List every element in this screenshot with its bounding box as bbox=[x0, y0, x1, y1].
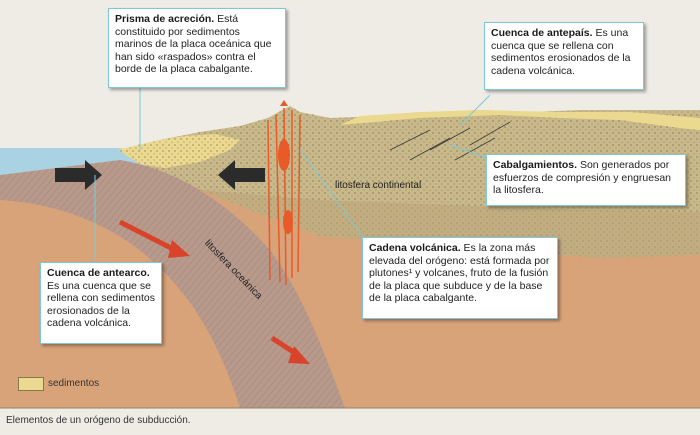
oceanic-plate-texture bbox=[0, 160, 345, 408]
subduction-arrowhead-lower bbox=[288, 346, 310, 364]
callout-antearco-text: Es una cuenca que se rellena con sedimen… bbox=[47, 279, 155, 330]
callout-antearco-title: Cuenca de antearco. bbox=[47, 267, 150, 279]
callout-cabalgamientos-title: Cabalgamientos. bbox=[493, 159, 578, 171]
legend-sediments-swatch bbox=[18, 377, 44, 391]
callout-prisma-text: Está constituido por sedimentos marinos … bbox=[115, 13, 272, 76]
label-litosfera-continental: litosfera continental bbox=[335, 180, 422, 191]
callout-cadena: Cadena volcánica. Es la zona más elevada… bbox=[362, 237, 558, 319]
compression-arrow-right bbox=[218, 160, 265, 190]
lower-crust bbox=[200, 190, 700, 258]
compression-arrow-left bbox=[55, 160, 102, 190]
foreland-basin-sediments bbox=[340, 110, 700, 130]
pluton bbox=[278, 139, 290, 171]
pluton-lower bbox=[283, 210, 293, 234]
figure-caption: Elementos de un orógeno de subducción. bbox=[6, 415, 191, 426]
callout-cabalgamientos: Cabalgamientos. Son generados por esfuer… bbox=[486, 154, 686, 206]
callout-antepais-title: Cuenca de antepaís. bbox=[491, 27, 593, 39]
callout-cadena-text: Es la zona más elevada del orógeno: está… bbox=[369, 242, 550, 305]
magma-conduits bbox=[267, 100, 301, 286]
callout-cabalgamientos-text: Son generados por esfuerzos de compresió… bbox=[493, 159, 672, 197]
legend-sediments-label: sedimentos bbox=[48, 378, 100, 389]
subduction-arrowhead-upper bbox=[168, 240, 190, 258]
callout-prisma-title: Prisma de acreción. bbox=[115, 13, 215, 25]
thrust-faults bbox=[389, 121, 511, 161]
callout-antepais-text: Es una cuenca que se rellena con sedimen… bbox=[491, 27, 631, 77]
callout-prisma: Prisma de acreción. Está constituido por… bbox=[108, 8, 286, 88]
accretionary-prism-texture bbox=[118, 134, 240, 168]
callout-antepais: Cuenca de antepaís. Es una cuenca que se… bbox=[484, 22, 644, 90]
callout-antearco: Cuenca de antearco. Es una cuenca que se… bbox=[40, 262, 162, 344]
callout-cadena-title: Cadena volcánica. bbox=[369, 242, 461, 254]
subduction-arrow-upper bbox=[118, 219, 177, 253]
volcano-vent bbox=[280, 100, 288, 106]
